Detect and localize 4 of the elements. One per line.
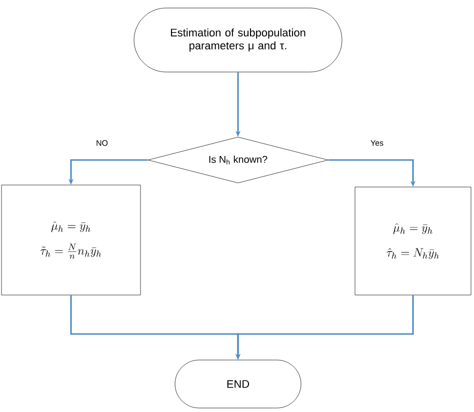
- process-box: $\hat{\mu}_h = \bar{y}_h$ $\tilde{\tau}_h = \frac{N}{n} n_h \bar{y}_h$: [1, 184, 141, 296]
- process-box: $\hat{\mu}_h = \bar{y}_h$ $\hat{\tau}_h = N_h \bar{y}_h$: [354, 186, 472, 296]
- terminal-box: END: [174, 360, 302, 408]
- terminal-box: Estimation of subpopulation parameters μ and τ.: [134, 8, 342, 72]
